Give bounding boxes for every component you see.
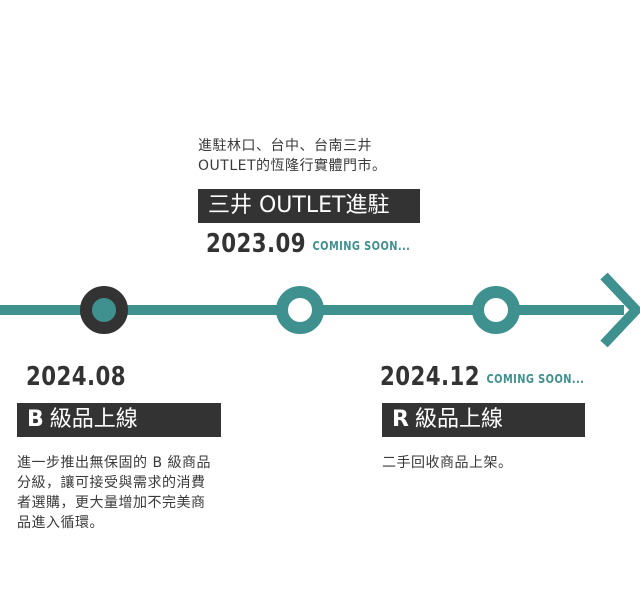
date-text: 2024.12 [380,362,480,392]
status-badge: COMING SOON... [312,239,411,253]
milestone-title-text: 級品上線 [414,407,503,432]
description-line: 分級，讓可接受與需求的消費 [17,475,206,491]
date-text: 2023.09 [206,229,306,259]
milestone-description-2023-09: 進駐林口、台中、台南三井 OUTLET的恆隆行實體門市。 [198,136,387,176]
timeline-node-2024-12 [472,286,520,334]
milestone-description-2024-12: 二手回收商品上架。 [382,453,513,473]
description-line: 進駐林口、台中、台南三井 [198,138,372,154]
milestone-title-text: 級品上線 [49,407,138,432]
milestone-description-2024-08: 進一步推出無保固的 B 級商品 分級，讓可接受與需求的消費 者選購，更大量增加不… [17,453,211,533]
milestone-date-2023-09: 2023.09 COMING SOON... [206,229,410,259]
milestone-title-text: 三井 OUTLET進駐 [208,193,390,218]
description-line: 品進入循環。 [17,515,104,531]
arrow-right-icon [600,272,640,348]
description-line: 進一步推出無保固的 B 級商品 [17,455,212,471]
description-line: 者選購，更大量增加不完美商 [17,495,206,511]
date-text: 2024.08 [26,362,126,392]
grade-label: B [27,407,44,432]
description-line: OUTLET的恆隆行實體門市。 [198,158,387,174]
grade-label: R [392,407,409,432]
milestone-date-2024-12: 2024.12 COMING SOON... [380,362,584,392]
timeline-node-2024-08 [80,286,128,334]
description-line: 二手回收商品上架。 [382,455,513,471]
status-badge: COMING SOON... [486,372,585,386]
timeline-node-2023-09 [276,286,324,334]
milestone-title-2023-09: 三井 OUTLET進駐 [198,189,420,223]
milestone-date-2024-08: 2024.08 [26,362,126,392]
